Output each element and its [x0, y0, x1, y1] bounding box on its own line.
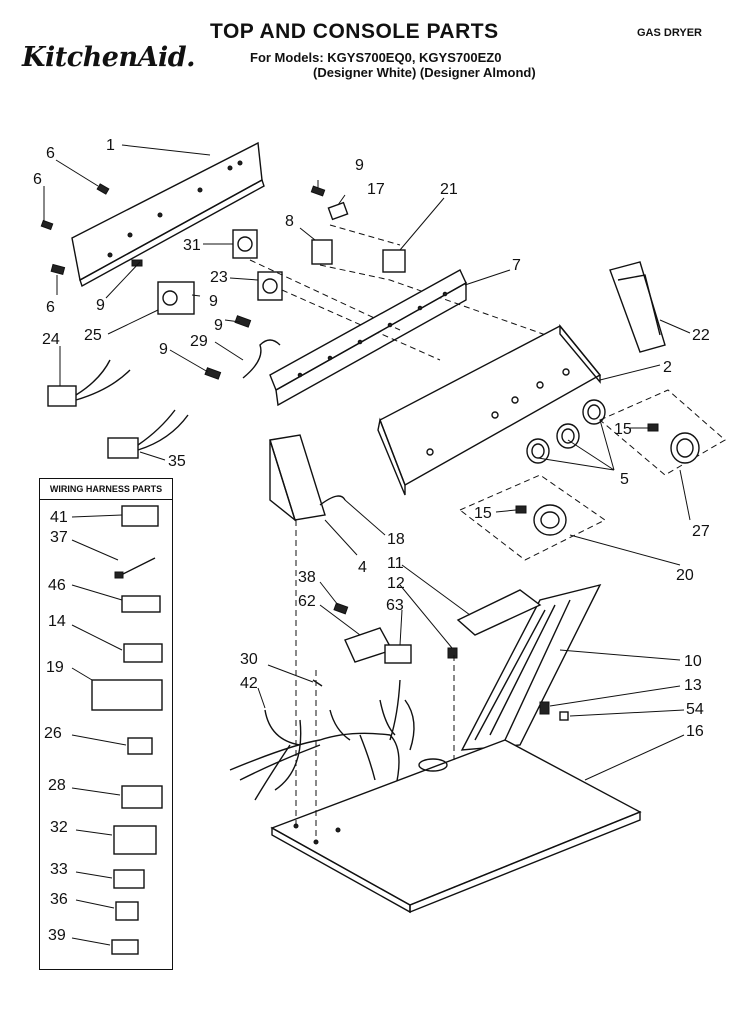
callout-part-54: 54 [686, 701, 704, 718]
callout-part-37: 37 [50, 529, 68, 546]
callout-part-5: 5 [620, 471, 629, 488]
callout-part-10: 10 [684, 653, 702, 670]
callout-part-9: 9 [96, 297, 105, 314]
part-2-console [379, 325, 602, 487]
callout-part-17: 17 [367, 181, 385, 198]
callout-part-1: 1 [106, 137, 115, 154]
callout-part-32: 32 [50, 819, 68, 836]
callout-part-21: 21 [440, 181, 458, 198]
callout-part-31: 31 [183, 237, 201, 254]
part-23-switch [257, 271, 283, 301]
part-20-knob [533, 504, 567, 536]
screw-icon [40, 183, 326, 380]
model-numbers: For Models: KGYS700EQ0, KGYS700EZ0 [250, 50, 502, 65]
callout-part-28: 28 [48, 777, 66, 794]
part-27-knob [670, 432, 700, 464]
callout-part-23: 23 [210, 269, 228, 286]
callout-part-6: 6 [46, 145, 55, 162]
model-variants: (Designer White) (Designer Almond) [313, 65, 536, 80]
callout-part-35: 35 [168, 453, 186, 470]
knob-icon [526, 399, 606, 464]
callout-part-15: 15 [614, 421, 632, 438]
callout-part-62: 62 [298, 593, 316, 610]
callout-part-9: 9 [209, 293, 218, 310]
callout-part-27: 27 [692, 523, 710, 540]
callout-part-16: 16 [686, 723, 704, 740]
callout-part-12: 12 [387, 575, 405, 592]
callout-part-4: 4 [358, 559, 367, 576]
callout-part-6: 6 [33, 171, 42, 188]
part-16-top-panel [270, 739, 642, 906]
callout-part-25: 25 [84, 327, 102, 344]
callout-part-63: 63 [386, 597, 404, 614]
part-25-timer [157, 281, 195, 315]
callout-part-20: 20 [676, 567, 694, 584]
part-drawings [40, 141, 726, 955]
callout-part-13: 13 [684, 677, 702, 694]
callout-part-22: 22 [692, 327, 710, 344]
harness-part-drawings [91, 505, 163, 955]
part-1-rear-panel [71, 141, 263, 282]
callout-part-29: 29 [190, 333, 208, 350]
callout-part-39: 39 [48, 927, 66, 944]
part-35-connector [107, 437, 139, 459]
callout-part-8: 8 [285, 213, 294, 230]
callout-part-6: 6 [46, 299, 55, 316]
callout-part-9: 9 [355, 157, 364, 174]
part-7-bracket [269, 269, 467, 392]
callout-part-9: 9 [214, 317, 223, 334]
callout-part-38: 38 [298, 569, 316, 586]
callout-part-15: 15 [474, 505, 492, 522]
callout-part-41: 41 [50, 509, 68, 526]
page-title: TOP AND CONSOLE PARTS [210, 20, 499, 43]
brand-logo: KitchenAid. [22, 42, 196, 73]
main-wiring-harness [229, 679, 415, 801]
part-22-end-cap [609, 261, 666, 353]
part-31-switch [232, 229, 258, 259]
callout-part-36: 36 [50, 891, 68, 908]
wiring-harness-title: WIRING HARNESS PARTS [40, 479, 172, 500]
part-8-switch [311, 239, 333, 265]
callout-part-19: 19 [46, 659, 64, 676]
part-63-block [384, 644, 412, 664]
callout-part-18: 18 [387, 531, 405, 548]
part-21-switch [382, 249, 406, 273]
leader-lines [43, 144, 691, 946]
callout-part-46: 46 [48, 577, 66, 594]
callout-part-9: 9 [159, 341, 168, 358]
callout-numbers: 1 6 6 6 9 17 21 8 7 31 23 9 9 25 9 24 29… [33, 137, 710, 944]
callout-part-7: 7 [512, 257, 521, 274]
part-24-connector [47, 385, 77, 407]
dryer-type: GAS DRYER [637, 27, 702, 39]
callout-part-11: 11 [387, 555, 404, 572]
callout-part-26: 26 [44, 725, 62, 742]
callout-part-33: 33 [50, 861, 68, 878]
callout-part-2: 2 [663, 359, 672, 376]
wiring-harness-box: WIRING HARNESS PARTS [39, 478, 173, 970]
callout-part-42: 42 [240, 675, 258, 692]
callout-part-14: 14 [48, 613, 66, 630]
callout-part-30: 30 [240, 651, 258, 668]
callout-part-24: 24 [42, 331, 60, 348]
